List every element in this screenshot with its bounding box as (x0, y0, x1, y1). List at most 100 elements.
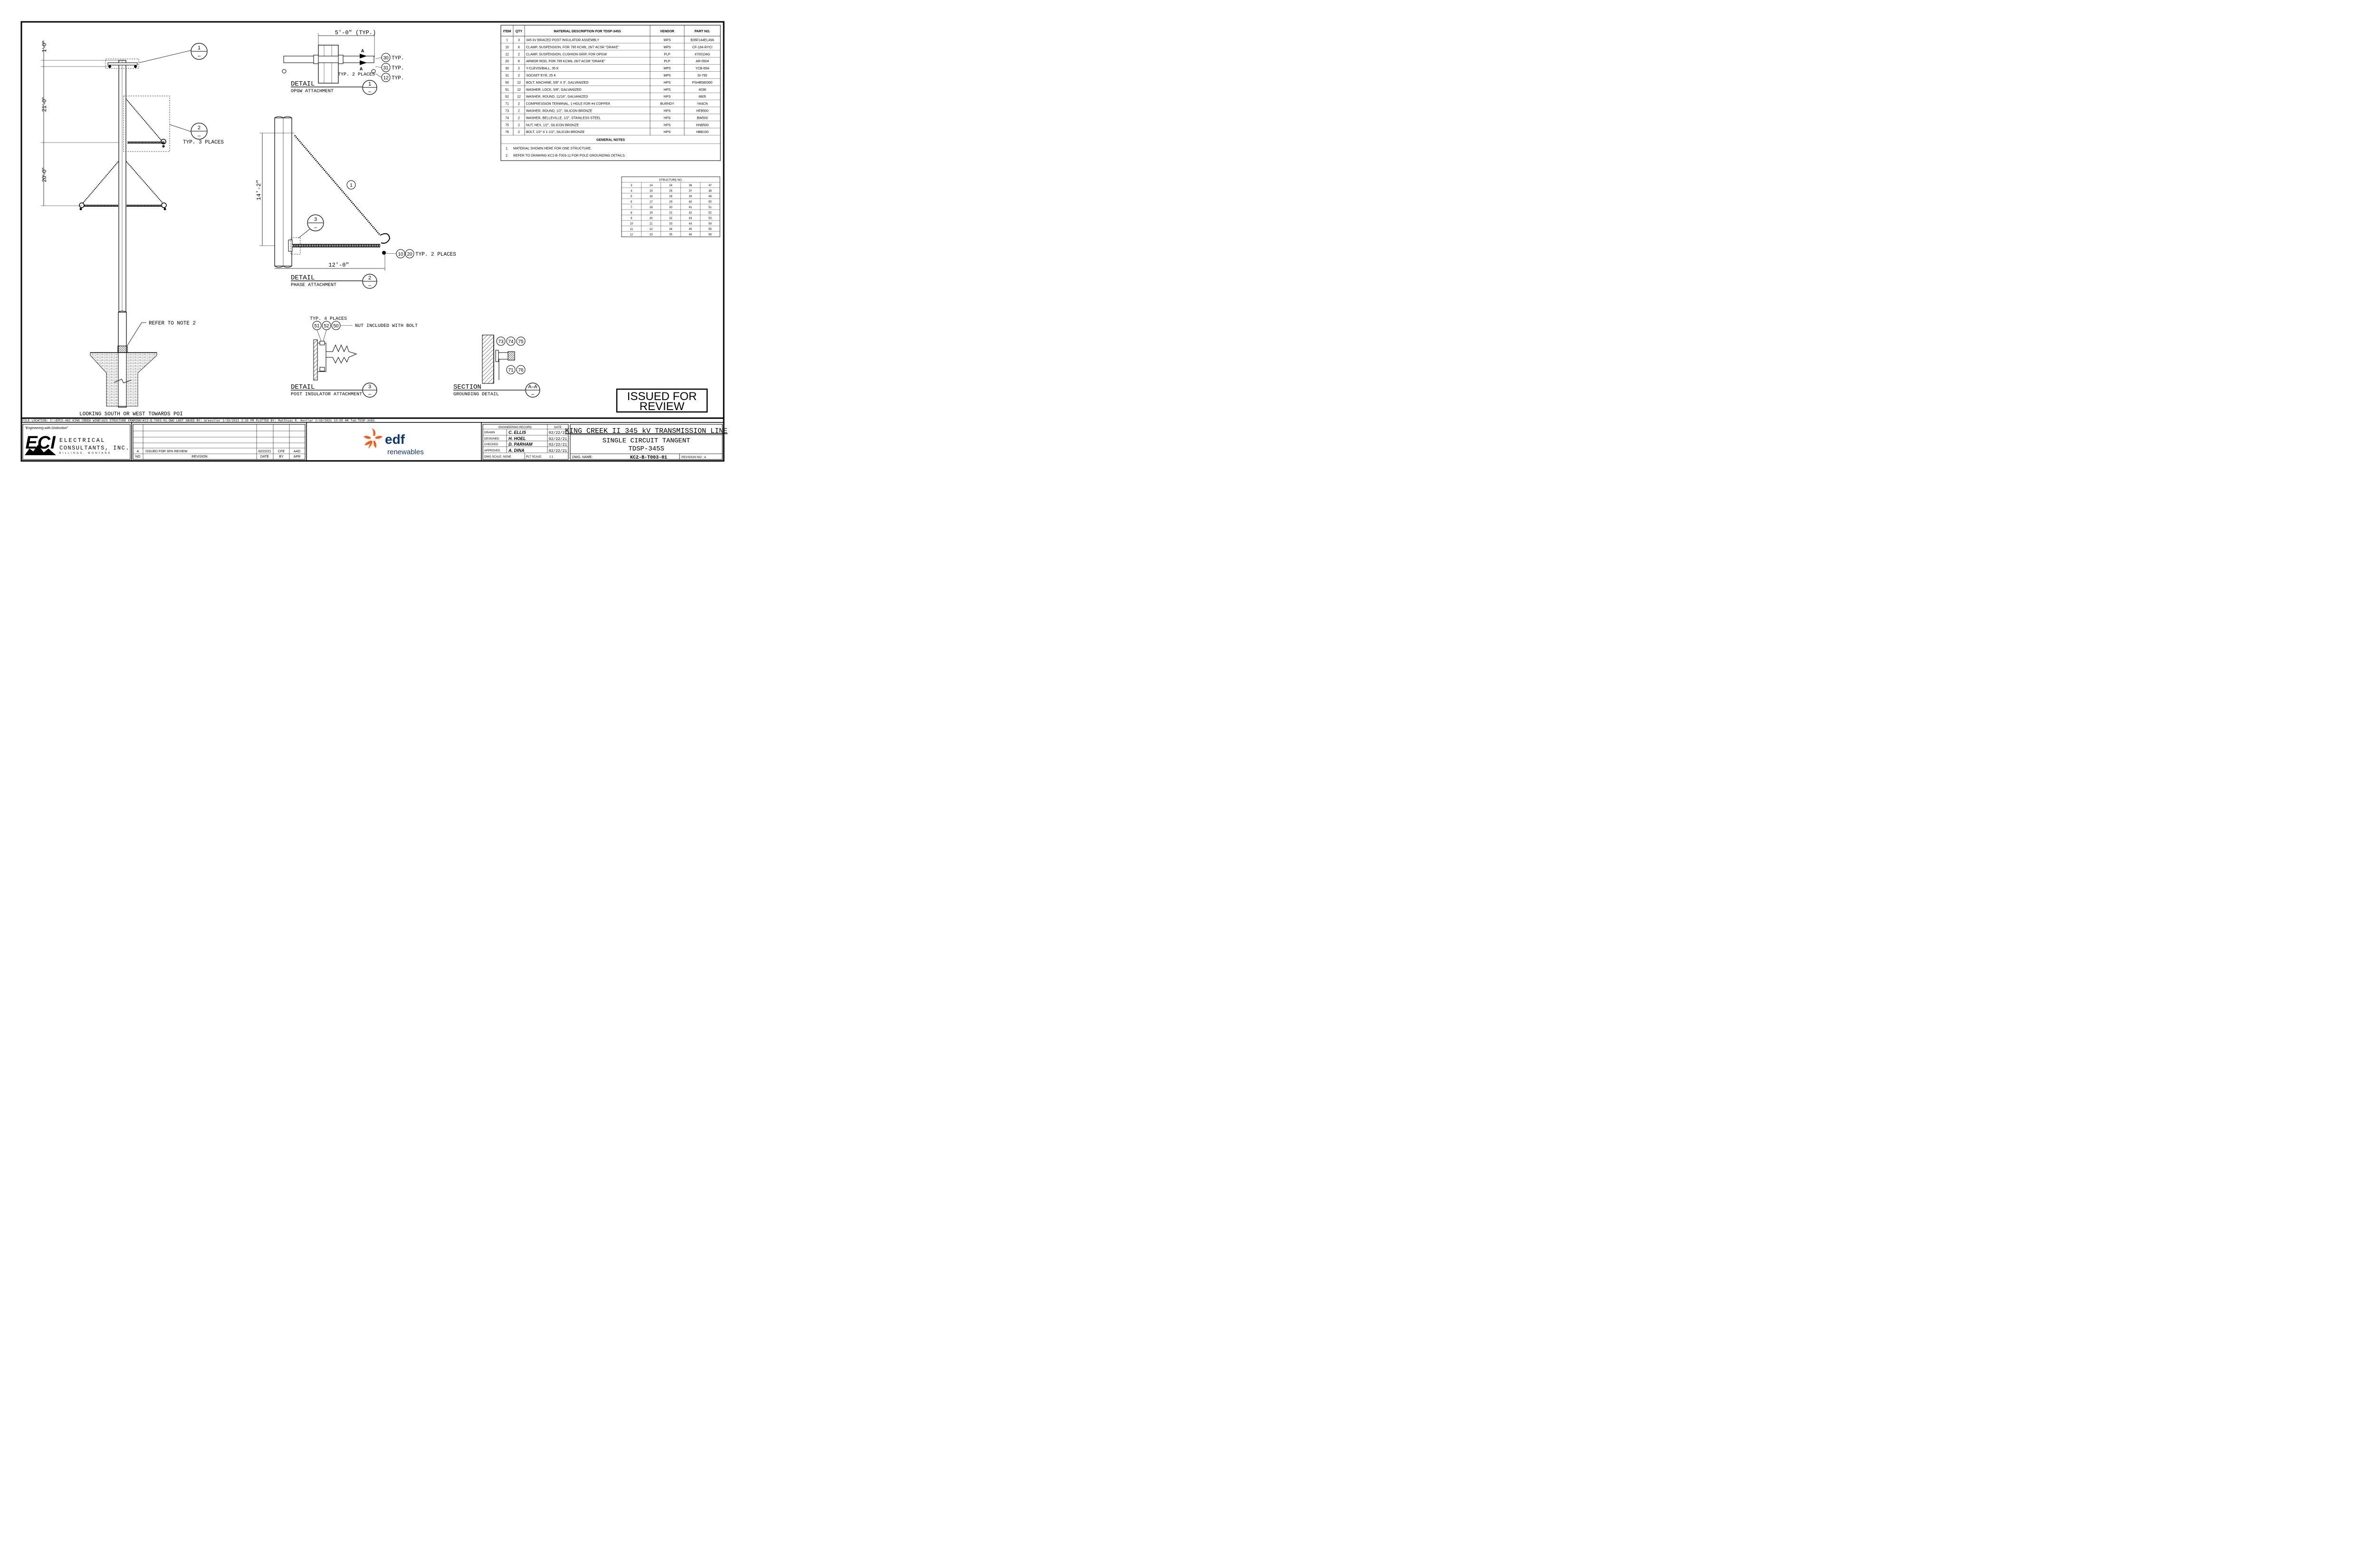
structure-cell: 20 (650, 217, 653, 220)
mat-header: VENDOR (660, 30, 674, 33)
main-pole-view: 1'-0" 21'-0" 20'-0" 1 – 2 – TYP. 3 PLACE… (41, 40, 224, 417)
structure-cell: 3 (631, 184, 632, 187)
structure-cell: 40 (689, 201, 692, 204)
svg-text:REVIEW: REVIEW (640, 400, 685, 413)
mat-cell: 12 (517, 96, 521, 99)
svg-text:A: A (360, 67, 363, 72)
mat-cell: 74 (505, 116, 509, 120)
mat-header: PART NO. (695, 30, 710, 33)
svg-text:ISSUED FOR: ISSUED FOR (627, 390, 697, 403)
mat-cell: 2 (518, 103, 520, 106)
dim-lower: 20'-0" (41, 168, 48, 182)
svg-text:REVISION: REVISION (192, 455, 207, 459)
structure-cell: 15 (650, 190, 653, 193)
mat-cell: 6 (518, 46, 520, 49)
edf-logo: edf renewables (364, 428, 424, 456)
svg-text:2: 2 (198, 125, 201, 131)
detail-phase: 14'-2" 12'-0" 1 3 – 10 20 TYP. 2 PLACES … (256, 116, 456, 289)
mat-cell: 71 (505, 103, 509, 106)
structure-cell: 29 (669, 201, 672, 204)
svg-text:1:1: 1:1 (549, 456, 554, 459)
svg-text:3: 3 (368, 384, 371, 390)
svg-text:10: 10 (398, 252, 403, 257)
svg-text:–: – (198, 53, 201, 59)
svg-text:2: 2 (368, 275, 371, 281)
mat-cell: 20 (505, 60, 509, 63)
mat-cell: 76 (505, 131, 509, 134)
svg-text:–: – (368, 89, 372, 95)
mat-cell: AR-0504 (696, 60, 709, 63)
svg-text:12: 12 (383, 76, 389, 81)
structure-cell: 36 (689, 184, 692, 187)
mat-cell: 2 (518, 116, 520, 120)
mat-header: ITEM (503, 30, 511, 33)
mat-cell: HFB500 (696, 110, 709, 113)
svg-text:TYP.: TYP. (392, 76, 404, 81)
svg-text:POST INSULATOR ATTACHMENT: POST INSULATOR ATTACHMENT (291, 392, 362, 397)
svg-text:73: 73 (498, 339, 504, 344)
eci-logo: "Engineering with Distinction" ECI ELECT… (22, 424, 131, 460)
structure-cell: 35 (669, 234, 672, 237)
structure-cell: 31 (669, 212, 672, 215)
svg-text:–: – (531, 392, 535, 397)
structure-cell: 30 (669, 206, 672, 209)
mat-cell: YCB-65A (695, 67, 709, 70)
drawing-sheet: 1'-0" 21'-0" 20'-0" 1 – 2 – TYP. 3 PLACE… (20, 21, 728, 462)
svg-text:A–A: A–A (528, 384, 537, 390)
mat-cell: 12 (517, 81, 521, 85)
svg-text:GROUNDING DETAIL: GROUNDING DETAIL (453, 392, 499, 397)
dim-opgw: 5'-0" (TYP.) (335, 29, 376, 36)
svg-text:50: 50 (333, 324, 339, 329)
svg-text:BY: BY (279, 455, 284, 459)
svg-text:renewables: renewables (387, 448, 424, 456)
svg-text:02/22/21: 02/22/21 (549, 443, 567, 447)
structure-cell: 47 (709, 184, 712, 187)
dim-top: 1'-0" (41, 41, 48, 52)
notes-title: GENERAL NOTES (596, 139, 625, 142)
title-block: "Engineering with Distinction" ECI ELECT… (22, 422, 728, 461)
mat-cell: 12 (517, 88, 521, 92)
svg-text:02/22/21: 02/22/21 (258, 450, 271, 453)
svg-text:NO: NO (135, 455, 141, 459)
balloon-71 (506, 365, 516, 374)
svg-text:76: 76 (518, 368, 524, 373)
mat-cell: BURNDY (660, 103, 674, 106)
structure-cell: 14 (650, 184, 653, 187)
svg-text:DESIGNED: DESIGNED (484, 438, 499, 440)
mat-cell: PLP (664, 53, 671, 56)
svg-text:TYP.: TYP. (392, 56, 404, 61)
structure-cell: 34 (669, 228, 672, 231)
svg-text:DRAWN: DRAWN (484, 431, 495, 434)
structure-cell: 19 (650, 212, 653, 215)
structure-cell: 41 (689, 206, 692, 209)
mat-cell: 30 (505, 67, 509, 70)
structure-cell: 11 (630, 228, 633, 231)
mat-cell: HPS (664, 131, 671, 134)
dim-vert: 14'-2" (256, 180, 262, 200)
file-location: FILE LOCATION: C:\EPCS-482 KING CREEK WI… (22, 419, 374, 422)
svg-text:ENGINEERING RECORD: ENGINEERING RECORD (498, 426, 532, 429)
section-grounding: 73 74 75 71 76 SECTION GROUNDING DETAIL … (453, 335, 540, 398)
mat-cell: HNB500 (696, 124, 709, 127)
mat-cell: WASHER, ROUND, 1/2", SILICON BRONZE (526, 110, 592, 113)
note-number: 1. (506, 147, 508, 151)
structure-cell: 56 (709, 234, 712, 237)
svg-text:02/22/21: 02/22/21 (549, 431, 567, 435)
mat-cell: Y-CLEVIS/BALL, 35 K (526, 67, 559, 70)
svg-text:TYP. 2 PLACES: TYP. 2 PLACES (415, 252, 456, 258)
mat-cell: 2 (518, 110, 520, 113)
structure-cell: 24 (669, 184, 672, 187)
mat-cell: CLAMP, SUSPENSION, CUSHION GRIP, FOR OPG… (526, 53, 607, 56)
mat-cell: 31 (505, 74, 509, 77)
mat-cell: NUT, HEX, 1/2", SILICON BRONZE (526, 124, 579, 127)
structure-cell: 42 (689, 212, 692, 215)
svg-text:AAD: AAD (294, 450, 300, 453)
svg-text:–: – (198, 133, 201, 139)
svg-text:31: 31 (383, 66, 389, 71)
svg-text:52: 52 (324, 324, 329, 329)
svg-text:CONSULTANTS, INC.: CONSULTANTS, INC. (59, 445, 130, 451)
mat-cell: HPS (664, 88, 671, 92)
mat-cell: HPS (664, 81, 671, 85)
balloon-20 (405, 249, 414, 258)
svg-text:TDSP-345S: TDSP-345S (628, 445, 664, 453)
